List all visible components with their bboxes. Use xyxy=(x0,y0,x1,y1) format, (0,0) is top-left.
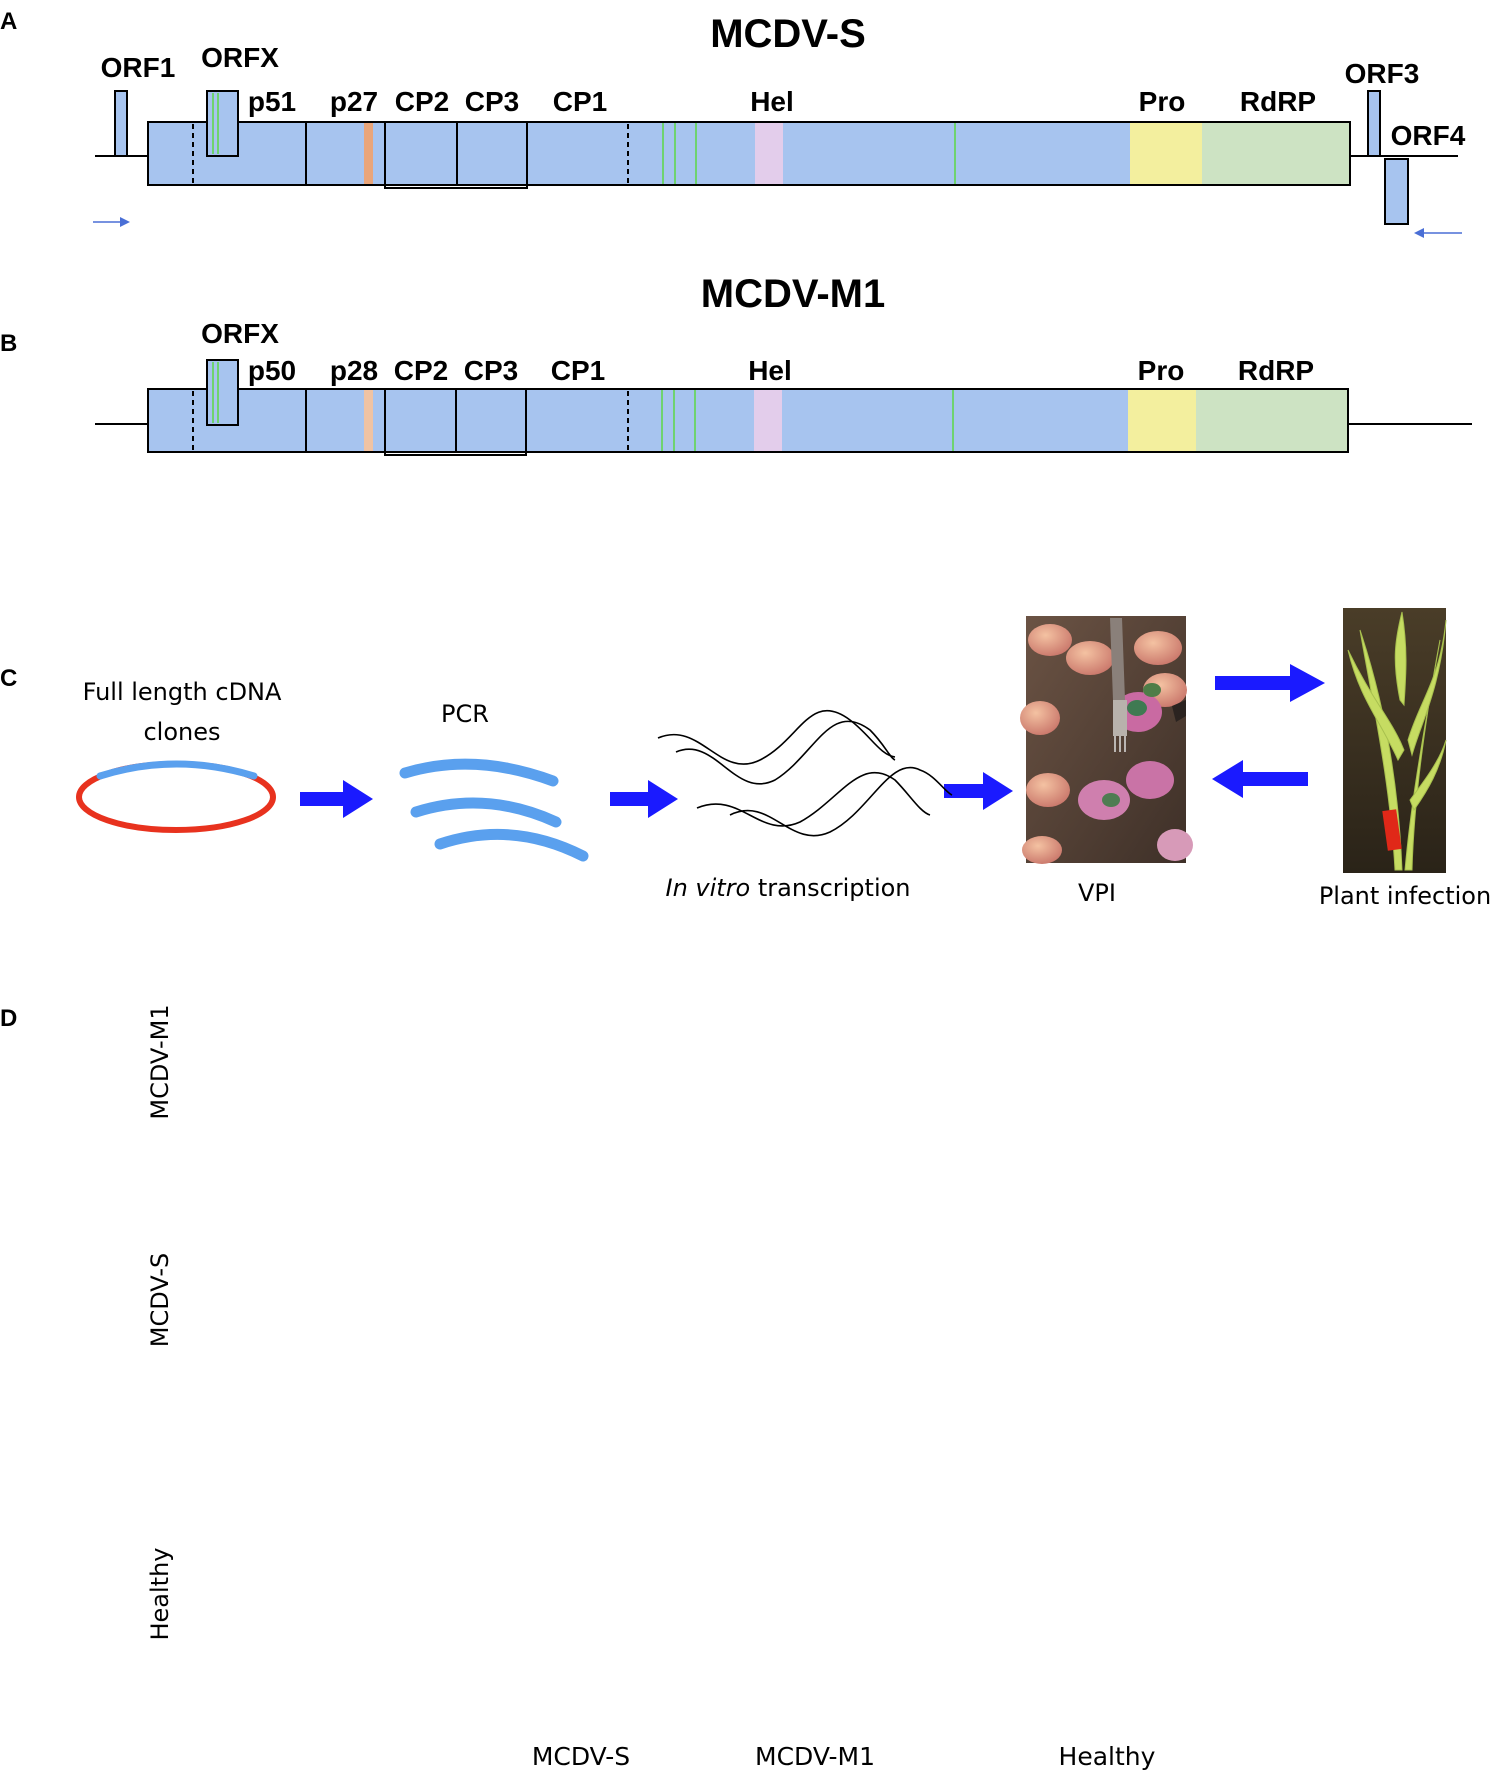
helicase-motif xyxy=(755,122,783,185)
workflow-arrows xyxy=(300,664,1325,818)
label-ivt-italic: In vitro xyxy=(665,874,751,902)
plant-label-mcdv-s: MCDV-S xyxy=(531,1742,631,1771)
leaf-label-mcdv-s: MCDV-S xyxy=(146,1252,174,1348)
genome-s-title: MCDV-S xyxy=(710,12,866,56)
plant-label-mcdv-m1: MCDV-M1 xyxy=(755,1742,875,1771)
plant-label-healthy: Healthy xyxy=(1058,1742,1156,1771)
label-rdrp-m1: RdRP xyxy=(1237,355,1315,386)
label-p50: p50 xyxy=(247,355,297,386)
orf3-box xyxy=(1367,90,1381,157)
label-cp3: CP3 xyxy=(464,86,520,117)
label-clones: Full length cDNA clones xyxy=(83,672,282,752)
label-p28: p28 xyxy=(329,355,379,386)
label-cp2: CP2 xyxy=(394,86,450,117)
label-hel: Hel xyxy=(750,86,794,117)
label-orf4: ORF4 xyxy=(1390,120,1466,151)
p27-motif xyxy=(364,122,373,185)
genome-m1-svg xyxy=(95,359,1472,456)
label-pro-m1: Pro xyxy=(1137,355,1185,386)
label-hel-m1: Hel xyxy=(748,355,792,386)
label-cp1: CP1 xyxy=(552,86,608,117)
leaf-label-healthy: Healthy xyxy=(146,1547,174,1641)
genome-s-svg xyxy=(93,90,1462,238)
vpi-photo xyxy=(1020,616,1193,864)
label-orf3: ORF3 xyxy=(1344,58,1420,89)
label-rdrp: RdRP xyxy=(1239,86,1317,117)
orf4-box xyxy=(1384,158,1409,225)
label-p27: p27 xyxy=(329,86,379,117)
label-vpi: VPI xyxy=(1078,879,1116,907)
label-plant-infection: Plant infection xyxy=(1318,882,1492,910)
plant-infection-photo xyxy=(1343,608,1447,873)
panel-letter-a: A xyxy=(0,8,18,35)
label-cp2-m1: CP2 xyxy=(393,355,449,386)
label-clones-line1: Full length cDNA xyxy=(82,678,282,706)
orf1-box xyxy=(114,90,128,157)
pcr-products xyxy=(399,758,589,862)
label-orfx-m1: ORFX xyxy=(201,318,279,349)
label-cp1-m1: CP1 xyxy=(550,355,606,386)
polyprotein-body xyxy=(148,122,1130,185)
rdrp-domain xyxy=(1202,122,1350,185)
cdna-insert xyxy=(96,760,258,780)
forward-primer-arrow xyxy=(93,217,130,227)
protease-domain xyxy=(1130,122,1202,185)
polyprotein-outline xyxy=(147,121,1351,186)
panel-letter-c: C xyxy=(0,665,18,692)
panel-letter-b: B xyxy=(0,330,18,357)
label-orf1: ORF1 xyxy=(100,52,176,83)
label-orfx: ORFX xyxy=(201,42,279,73)
label-pcr: PCR xyxy=(441,700,489,728)
workflow-svg xyxy=(76,608,1447,873)
reverse-primer-arrow xyxy=(1414,228,1462,238)
label-ivt-rest: transcription xyxy=(750,874,911,902)
label-ivt: In vitro transcription xyxy=(665,868,910,908)
label-pro: Pro xyxy=(1138,86,1186,117)
label-clones-line2: clones xyxy=(143,718,221,746)
label-cp3-m1: CP3 xyxy=(463,355,519,386)
panel-letter-d: D xyxy=(0,1005,18,1032)
rna-transcripts xyxy=(657,709,953,837)
leaf-label-mcdv-m1: MCDV-M1 xyxy=(146,1004,174,1120)
genome-m1-title: MCDV-M1 xyxy=(700,272,886,316)
label-p51: p51 xyxy=(247,86,297,117)
